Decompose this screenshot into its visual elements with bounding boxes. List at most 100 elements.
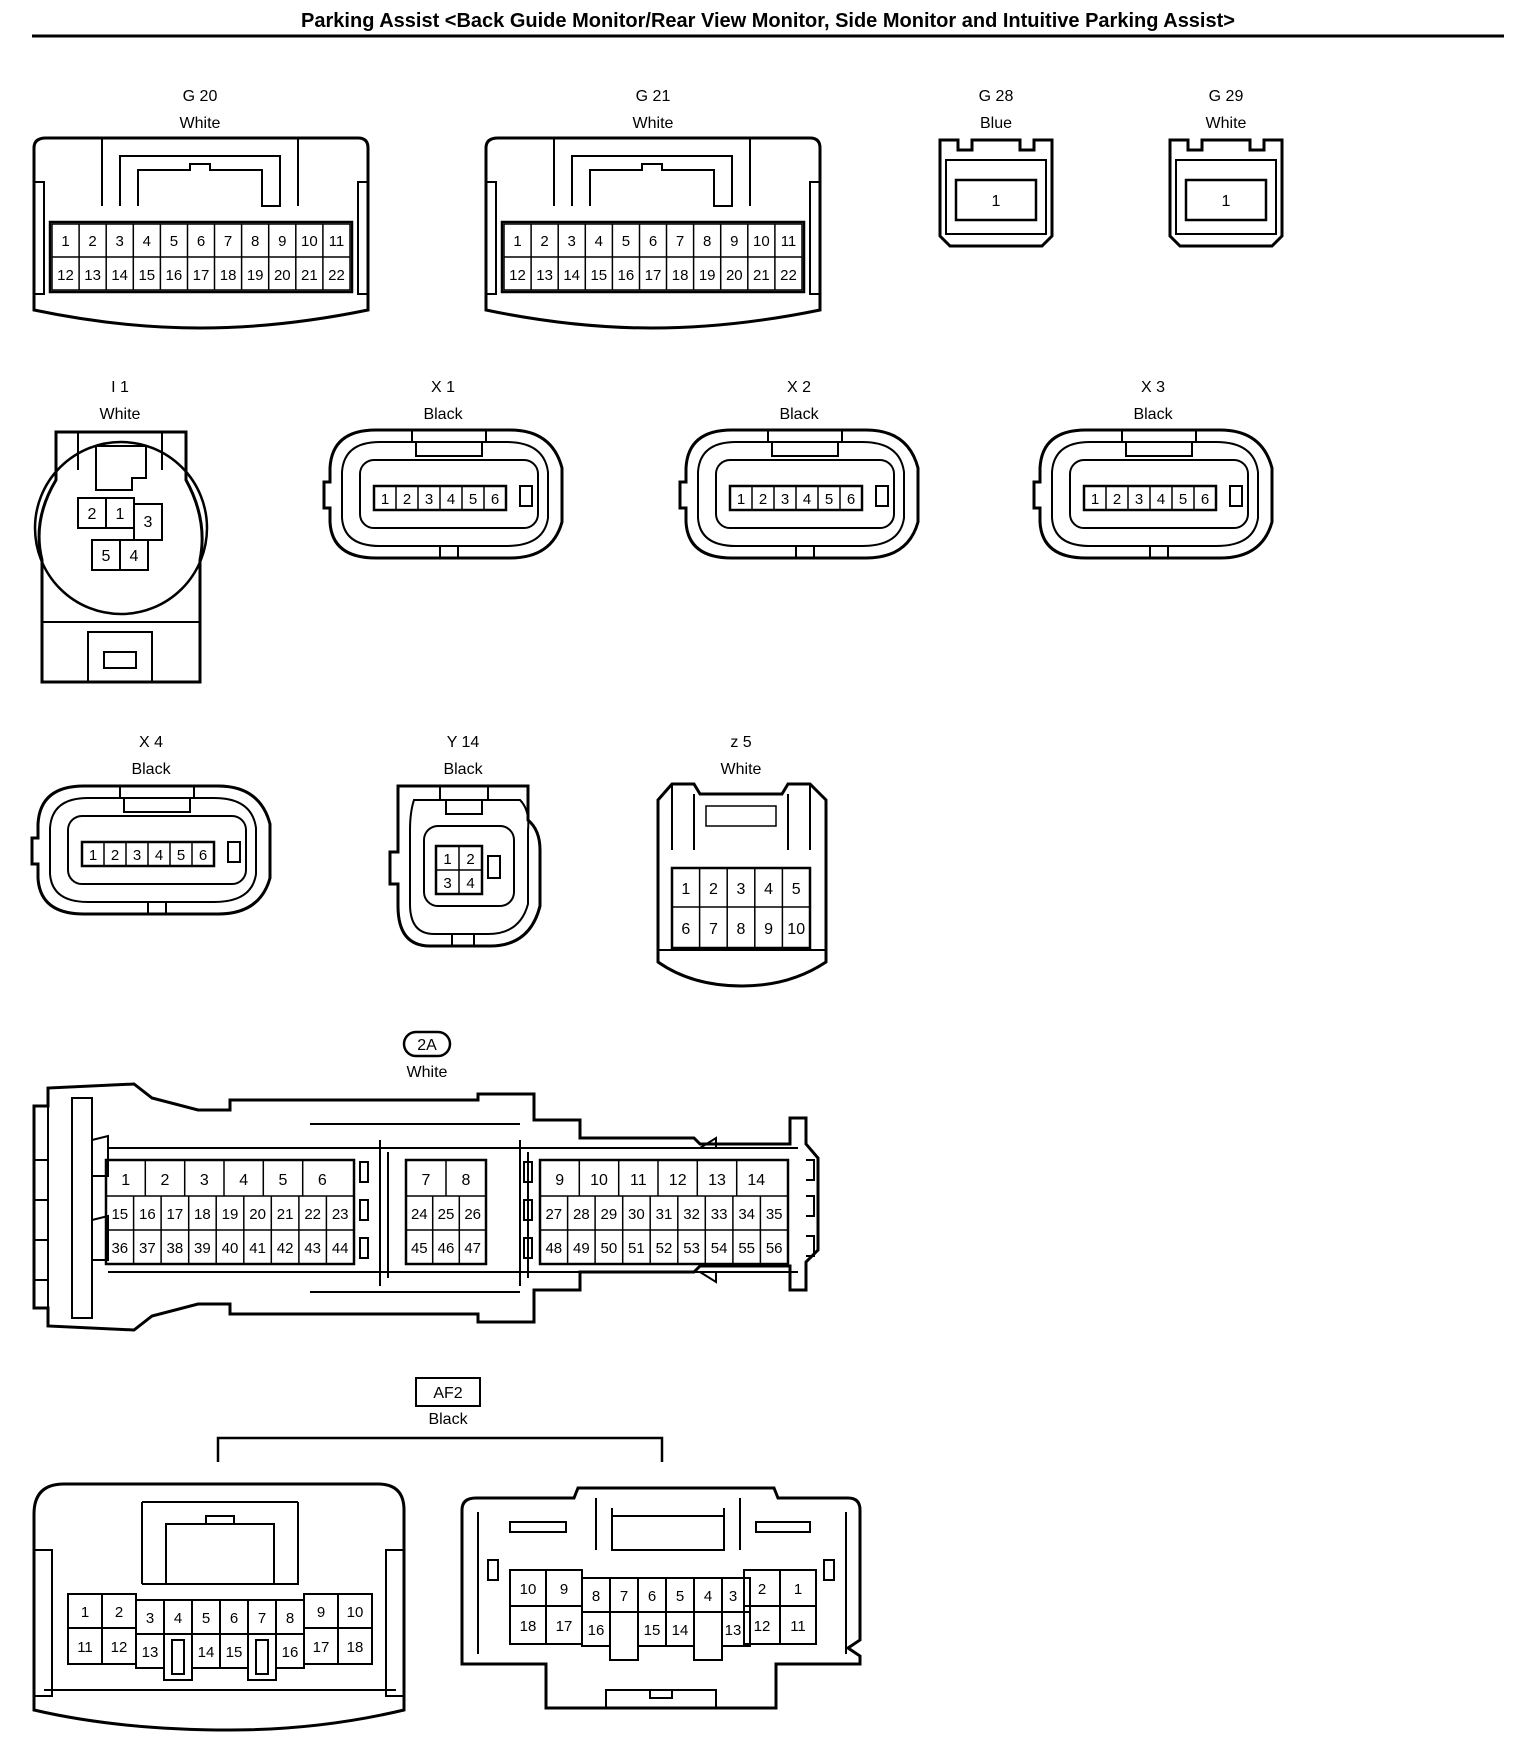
connector-x4: X 4 Black 1 2 3 4 5 6	[30, 734, 272, 916]
pin-label: 12	[754, 1618, 771, 1635]
pin-label: 1	[992, 193, 1001, 210]
pin-label: 38	[167, 1240, 184, 1257]
pin-label: 20	[274, 267, 291, 284]
pin-label: 6	[649, 233, 657, 250]
pin-label: 14	[198, 1644, 215, 1661]
pin-label: 18	[347, 1639, 364, 1656]
pin-label: 16	[282, 1644, 299, 1661]
pin-label: 15	[138, 267, 155, 284]
pin-label: 8	[592, 1588, 600, 1605]
connector-g28: G 28 Blue 1	[938, 88, 1054, 248]
pin-label: 2	[115, 1604, 123, 1621]
connector-id: X 1	[431, 379, 455, 396]
pin-label: 20	[726, 267, 743, 284]
pin-label: 1	[443, 851, 451, 868]
pin-label: 4	[174, 1610, 182, 1627]
pin-label: 4	[239, 1172, 248, 1189]
pin-label: 5	[825, 491, 833, 508]
pin-label: 2	[709, 881, 718, 898]
pin-label: 6	[230, 1610, 238, 1627]
pin-label: 5	[102, 548, 111, 565]
pin-label: 53	[683, 1240, 700, 1257]
pin-label: 18	[220, 267, 237, 284]
pin-label: 48	[545, 1240, 562, 1257]
pin-label: 5	[676, 1588, 684, 1605]
pin-label: 13	[725, 1622, 742, 1639]
pin-label: 4	[1157, 491, 1165, 508]
pin-label: 5	[792, 881, 801, 898]
pin-label: 12	[57, 267, 74, 284]
connector-id: G 20	[183, 88, 218, 105]
pin-label: 22	[304, 1206, 321, 1223]
connector-color: Black	[423, 406, 463, 423]
pin-label: 41	[249, 1240, 266, 1257]
pin-label: 10	[590, 1172, 608, 1189]
pin-label: 21	[301, 267, 318, 284]
pin-label: 25	[438, 1206, 455, 1223]
pin-label: 16	[166, 267, 183, 284]
pin-label: 2	[759, 491, 767, 508]
pin-label: 50	[601, 1240, 618, 1257]
pin-label: 52	[656, 1240, 673, 1257]
pin-label: 21	[277, 1206, 294, 1223]
pin-label: 11	[77, 1639, 93, 1656]
pin-label: 3	[133, 847, 141, 864]
connector-i1: I 1 White 2 1 3 5 4	[33, 379, 209, 684]
pin-label: 37	[139, 1240, 156, 1257]
pin-label: 10	[787, 921, 805, 938]
pin-label: 49	[573, 1240, 590, 1257]
pin-label: 4	[704, 1588, 712, 1605]
connector-id: X 4	[139, 734, 163, 751]
connector-x3: X 3 Black 1 2 3 4 5 6	[1032, 379, 1274, 560]
connector-id: G 21	[636, 88, 671, 105]
pin-label: 2	[1113, 491, 1121, 508]
connector-id: z 5	[730, 734, 751, 751]
pin-label: 10	[347, 1604, 364, 1621]
pin-label: 9	[560, 1581, 568, 1598]
pin-label: 22	[780, 267, 797, 284]
connector-id: X 2	[787, 379, 811, 396]
pin-label: 55	[738, 1240, 755, 1257]
pin-label: 15	[226, 1644, 243, 1661]
pin-label: 1	[116, 506, 125, 523]
pin-label: 4	[447, 491, 455, 508]
pin-label: 40	[222, 1240, 239, 1257]
pin-label: 2	[88, 233, 96, 250]
connector-g20: G 20 White 1 2 3 4 5 6 7 8	[32, 88, 370, 330]
pin-label: 6	[318, 1172, 327, 1189]
connector-color: Black	[1133, 406, 1173, 423]
pin-label: 36	[111, 1240, 128, 1257]
pin-label: 4	[595, 233, 603, 250]
connector-id: Y 14	[447, 734, 480, 751]
pin-label: 2	[88, 506, 97, 523]
pin-label: 9	[278, 233, 286, 250]
pin-label: 8	[462, 1172, 471, 1189]
connector-id: AF2	[433, 1385, 462, 1402]
pin-label: 12	[509, 267, 526, 284]
pin-label: 8	[737, 921, 746, 938]
connector-color: Black	[131, 761, 171, 778]
pin-label: 19	[222, 1206, 239, 1223]
pin-label: 13	[536, 267, 553, 284]
pin-label: 14	[672, 1622, 689, 1639]
pin-label: 1	[737, 491, 745, 508]
pin-label: 1	[89, 847, 97, 864]
pin-label: 1	[513, 233, 521, 250]
connector-color: White	[1206, 115, 1247, 132]
pin-label: 6	[648, 1588, 656, 1605]
connector-id-box	[415, 1377, 481, 1407]
pin-label: 18	[194, 1206, 211, 1223]
pin-label: 4	[143, 233, 151, 250]
pin-label: 34	[738, 1206, 755, 1223]
pin-label: 3	[781, 491, 789, 508]
pin-label: 14	[747, 1172, 765, 1189]
connector-af2: AF2 Black	[32, 1377, 862, 1732]
pin-label: 43	[304, 1240, 321, 1257]
pin-label: 4	[130, 548, 139, 565]
pin-label: 3	[144, 514, 153, 531]
pin-label: 10	[301, 233, 318, 250]
pin-label: 31	[656, 1206, 673, 1223]
pin-label: 3	[443, 875, 451, 892]
pin-label: 2	[403, 491, 411, 508]
